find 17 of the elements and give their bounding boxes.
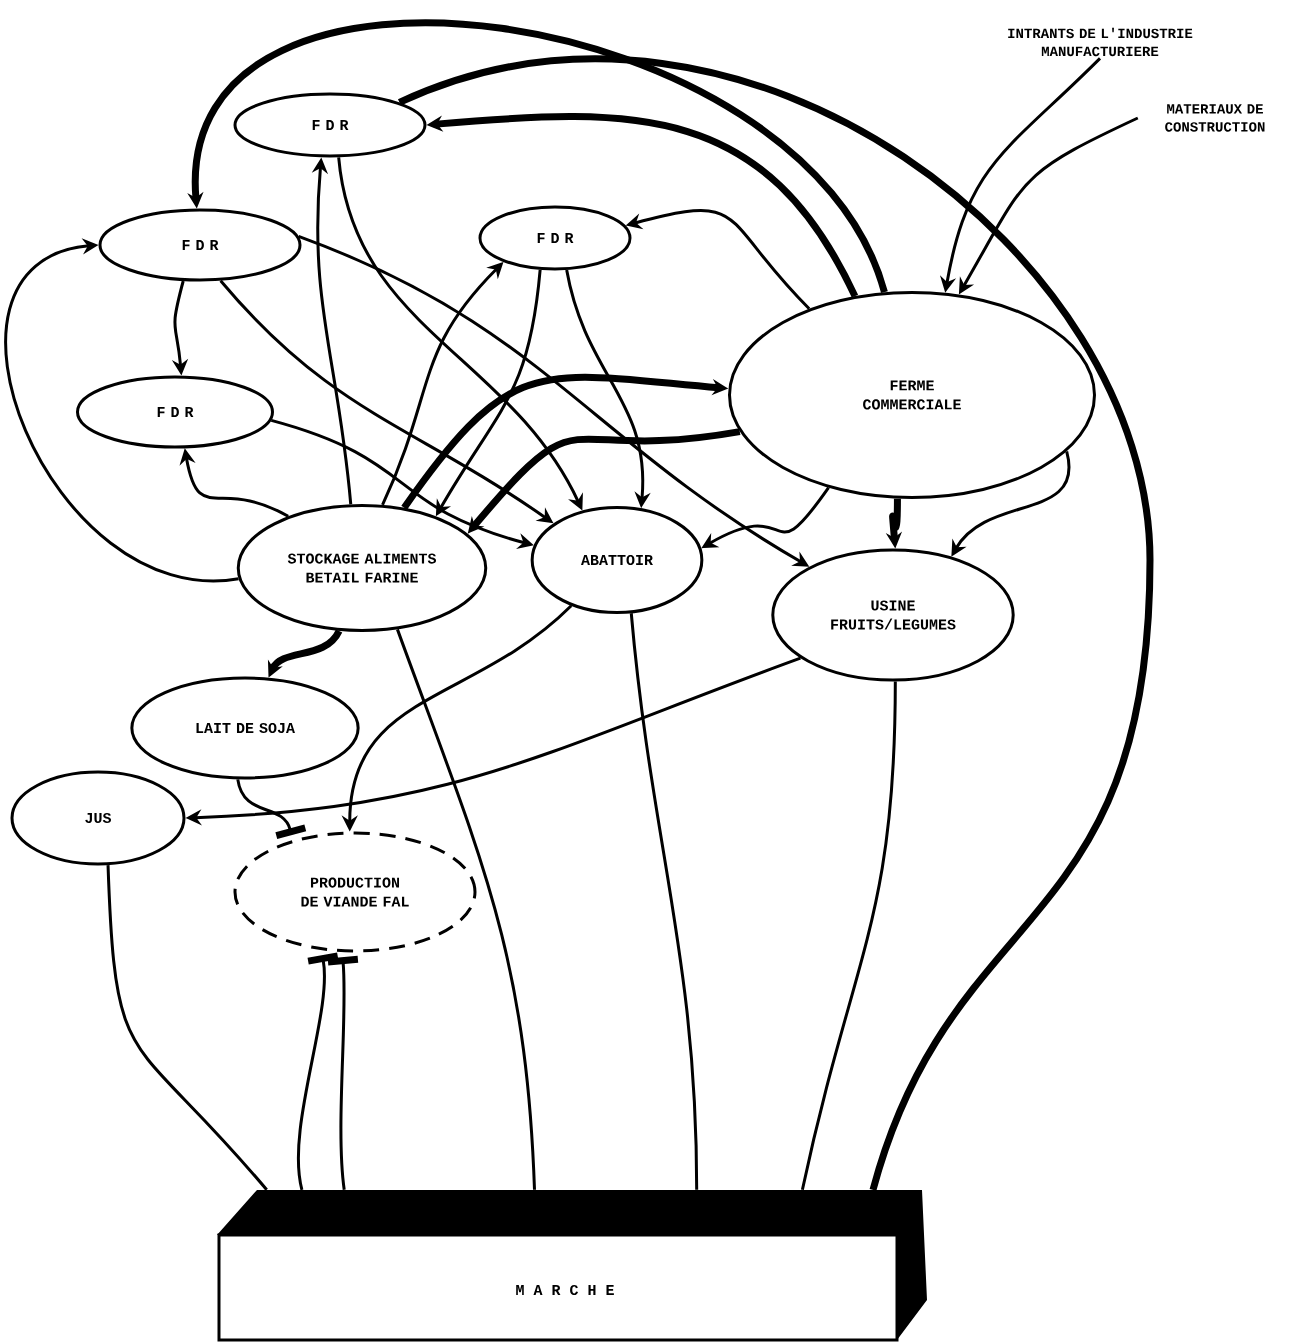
arrow (327, 955, 359, 1190)
arrow (296, 952, 339, 1191)
oval-node: F D R (233, 92, 427, 158)
dashed-oval-node: PRODUCTION DE VIANDE FAL (233, 831, 477, 953)
market-box: M A R C H E (217, 1190, 927, 1342)
oval-node: USINE FRUITS/LEGUMES (771, 548, 1015, 682)
oval-node: FERME COMMERCIALE (728, 291, 1096, 499)
oval-node: F D R (478, 205, 632, 271)
oval-node: F D R (76, 375, 274, 449)
oval-node: LAIT DE SOJA (130, 676, 360, 780)
arrow (4, 238, 239, 581)
oval-node: JUS (10, 770, 186, 866)
oval-node: F D R (98, 208, 302, 282)
input-label: INTRANTS DE L'INDUSTRIE MANUFACTURIERE (1008, 27, 1193, 57)
oval-node: STOCKAGE ALIMENTS BETAIL FARINE (236, 504, 488, 632)
oval-node: ABATTOIR (530, 506, 704, 614)
input-label: MATERIAUX DE CONSTRUCTION (1165, 104, 1265, 132)
